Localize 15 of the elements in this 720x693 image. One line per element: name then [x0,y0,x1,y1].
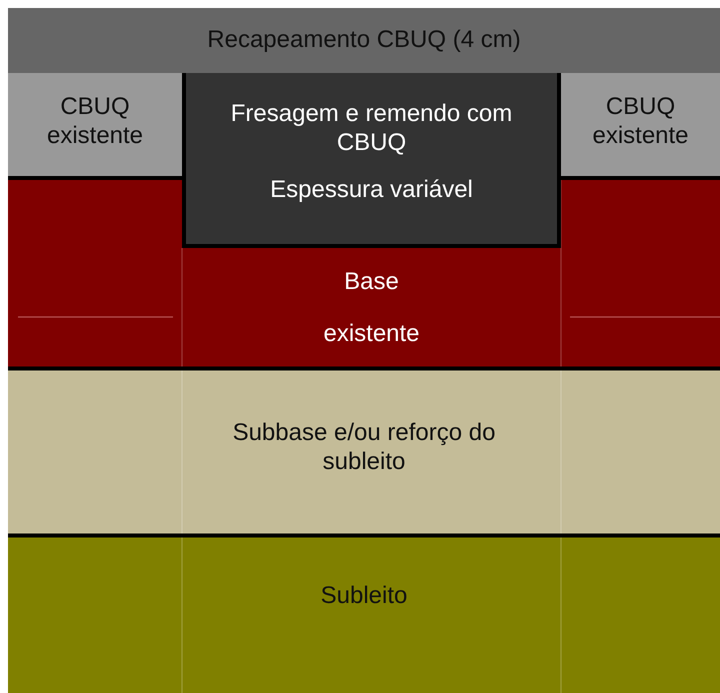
layer-label: Espessura variável [269,176,474,205]
layer-label: Subleito [320,582,408,610]
subgrade-layer [8,537,720,693]
layer-label: Subbase e/ou reforço do subleito [232,418,496,476]
layer-label: CBUQ existente [46,92,144,150]
base-layer [182,248,561,368]
layer-label: Fresagem e remendo com CBUQ [230,100,514,158]
layer-label: Recapeamento CBUQ (4 cm) [207,26,521,55]
existing-asphalt-layer [8,73,182,178]
layer-label: CBUQ existente [591,92,690,150]
milled-patch-area [182,73,561,248]
existing-asphalt-layer [561,73,720,178]
subbase-layer [8,370,720,535]
overlay-layer [8,8,720,73]
layer-label: Base existente [322,267,421,349]
